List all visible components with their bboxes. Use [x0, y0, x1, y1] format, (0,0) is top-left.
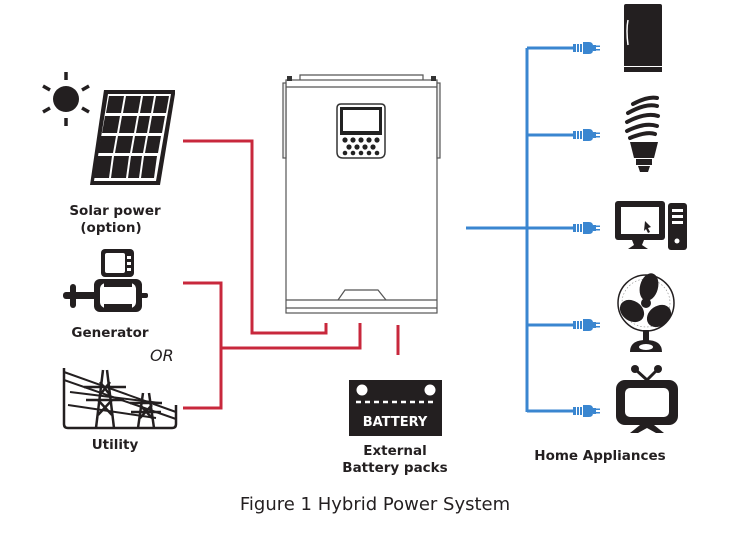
inverter-lcd-panel: [336, 103, 386, 159]
plug-icon: [565, 222, 600, 234]
plug-icon: [565, 405, 600, 417]
refrigerator-icon: [624, 4, 662, 72]
or-label: OR: [150, 346, 174, 365]
plug-icon: [565, 319, 600, 331]
home-appliances-label: Home Appliances: [534, 448, 666, 464]
solar-power-label: Solar power (option): [60, 203, 170, 237]
solar-label-line1: Solar power: [69, 203, 161, 219]
generator-icon: [63, 249, 148, 312]
solar-panel-icon: [90, 90, 175, 185]
grid-input-wire: [221, 323, 362, 350]
ac-input-wiring: [183, 139, 400, 410]
cfl-bulb-icon: [625, 95, 660, 172]
ac-output-wiring: [466, 46, 566, 413]
tv-icon: [616, 365, 678, 433]
utility-label: Utility: [91, 437, 139, 453]
solar-label-line2: (option): [80, 220, 142, 236]
solar-wire: [183, 139, 328, 335]
sun-icon: [42, 72, 90, 126]
generator-label: Generator: [71, 325, 149, 341]
plug-icon: [565, 42, 600, 54]
battery-label-line2: Battery packs: [342, 460, 448, 476]
battery-label-line1: External: [363, 443, 427, 459]
battery-icon: BATTERY: [349, 380, 442, 436]
figure-caption: Figure 1 Hybrid Power System: [239, 494, 511, 515]
generator-utility-wire: [183, 281, 223, 410]
power-tower-icon: [62, 368, 178, 430]
desktop-computer-icon: [615, 201, 687, 250]
battery-label: External Battery packs: [330, 443, 460, 477]
plug-icon: [565, 129, 600, 141]
battery-icon-text: BATTERY: [363, 415, 428, 430]
fan-icon: [617, 273, 675, 352]
hybrid-inverter-icon: [282, 74, 441, 314]
